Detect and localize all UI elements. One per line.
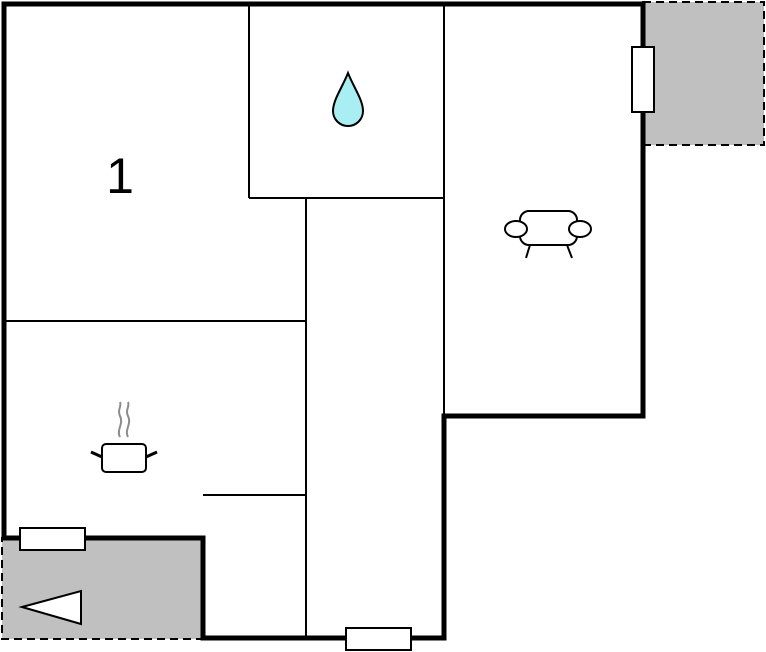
window-right (631, 46, 655, 113)
cooking-pot-icon (90, 401, 158, 473)
inner-walls (4, 4, 445, 638)
window-bottom-left (19, 527, 86, 551)
terrace-top-right (642, 1, 765, 146)
room-label-1: 1 (106, 148, 134, 204)
water-drop-icon (331, 70, 365, 127)
terrace-entrance (1, 537, 203, 640)
entrance-arrow-icon (18, 589, 82, 626)
window-bottom (345, 627, 412, 651)
sofa-icon (504, 210, 592, 259)
